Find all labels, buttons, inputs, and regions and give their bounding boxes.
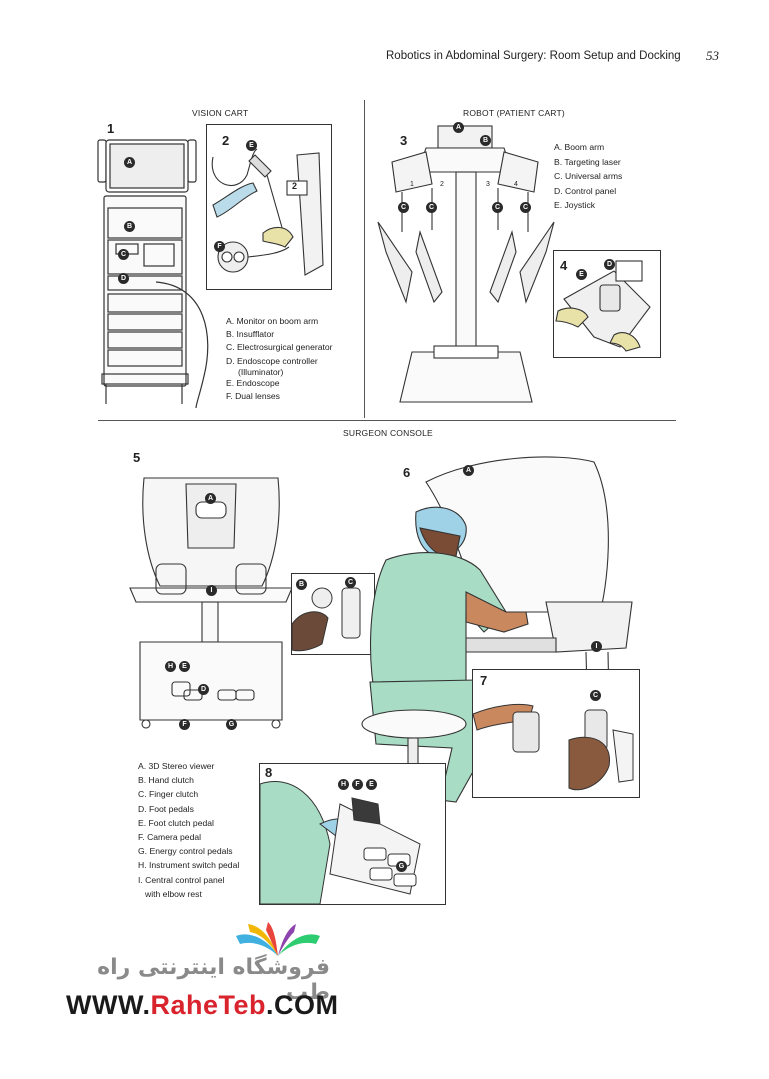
callout-fig6-A: A xyxy=(463,465,474,476)
vertical-divider xyxy=(364,100,365,418)
callout-fig4-E: E xyxy=(576,269,587,280)
legend-vision-cart: A. Monitor on boom arm B. Insufflator C.… xyxy=(226,315,333,403)
label-2-on-cart: 2 xyxy=(292,181,298,191)
legend-patient-cart: A. Boom arm B. Targeting laser C. Univer… xyxy=(554,140,622,213)
legend-item: (Illuminator) xyxy=(238,366,284,377)
callout-fig6-I: I xyxy=(591,641,602,652)
legend-item: D. Control panel xyxy=(554,185,617,196)
legend-item: F. Camera pedal xyxy=(138,832,202,843)
page-number: 53 xyxy=(706,48,719,63)
callout-fig5-F: F xyxy=(179,719,190,730)
callout-fig5-D: D xyxy=(198,684,209,695)
section-title-vision-cart: VISION CART xyxy=(192,108,249,118)
foot-pedals-illustration xyxy=(259,781,421,905)
callout-fig5-H: H xyxy=(165,661,176,672)
callout-fig5-C: C xyxy=(345,577,356,588)
legend-item: C. Electrosurgical generator xyxy=(226,342,333,353)
arm-number-1: 1 xyxy=(410,181,414,188)
watermark-url-suffix: .COM xyxy=(266,990,339,1020)
figure-number-1: 1 xyxy=(107,121,115,136)
legend-item: I. Central control panel xyxy=(138,874,225,885)
hand-clutch-illustration xyxy=(291,587,361,652)
callout-fig3-B: B xyxy=(480,135,491,146)
legend-item: D. Foot pedals xyxy=(138,803,194,814)
running-title: Robotics in Abdominal Surgery: Room Setu… xyxy=(386,50,681,62)
callout-fig8-E: E xyxy=(366,779,377,790)
figure-8-inset xyxy=(259,763,446,905)
legend-item: E. Foot clutch pedal xyxy=(138,817,214,828)
legend-item: C. Finger clutch xyxy=(138,789,199,800)
watermark-url: WWW.RaheTeb.COM xyxy=(66,990,339,1021)
legend-item: with elbow rest xyxy=(145,888,202,899)
endoscope-illustration xyxy=(211,148,324,276)
callout-fig8-H: H xyxy=(338,779,349,790)
section-title-surgeon-console: SURGEON CONSOLE xyxy=(343,428,433,438)
legend-surgeon-console: A. 3D Stereo viewer B. Hand clutch C. Fi… xyxy=(138,759,239,901)
legend-item: B. Targeting laser xyxy=(554,156,621,167)
callout-fig5-B: B xyxy=(296,579,307,590)
callout-fig3-C4: C xyxy=(520,202,531,213)
figure-number-3: 3 xyxy=(400,133,408,148)
legend-item: D. Endoscope controller xyxy=(226,355,318,366)
legend-item: B. Hand clutch xyxy=(138,775,194,786)
callout-fig3-C3: C xyxy=(492,202,503,213)
callout-fig2-F: F xyxy=(214,241,225,252)
figure-number-6: 6 xyxy=(403,465,411,480)
callout-fig5-E: E xyxy=(179,661,190,672)
callout-fig1-B: B xyxy=(124,221,135,232)
surgeon-console-front-illustration xyxy=(129,477,293,729)
callout-fig1-A: A xyxy=(124,157,135,168)
legend-item: A. 3D Stereo viewer xyxy=(138,761,215,771)
legend-item: A. Monitor on boom arm xyxy=(226,316,319,326)
surgeon-at-console-illustration xyxy=(361,456,633,803)
callout-fig4-D: D xyxy=(604,259,615,270)
legend-item: B. Insufflator xyxy=(226,329,275,340)
horizontal-divider xyxy=(98,420,676,421)
callout-fig3-C2: C xyxy=(426,202,437,213)
figure-number-8: 8 xyxy=(265,765,273,780)
legend-item: H. Instrument switch pedal xyxy=(138,860,240,871)
figure-number-2: 2 xyxy=(222,133,230,148)
callout-fig5-A: A xyxy=(205,493,216,504)
finger-clutch-illustration xyxy=(472,703,634,791)
vision-cart-illustration xyxy=(97,139,209,409)
callout-fig2-E: E xyxy=(246,140,257,151)
callout-fig1-D: D xyxy=(118,273,129,284)
figure-number-5: 5 xyxy=(133,450,141,465)
arm-number-2: 2 xyxy=(440,181,444,188)
callout-fig7-C: C xyxy=(590,690,601,701)
callout-fig3-C1: C xyxy=(398,202,409,213)
watermark-persian-text: فروشگاه اینترنتی راه طب xyxy=(97,955,330,1005)
callout-fig3-A: A xyxy=(453,122,464,133)
callout-fig5-G: G xyxy=(226,719,237,730)
callout-fig8-G: G xyxy=(396,861,407,872)
section-title-patient-cart: ROBOT (PATIENT CART) xyxy=(463,108,565,118)
figure-2-inset xyxy=(206,124,332,290)
watermark-url-prefix: WWW. xyxy=(66,990,151,1020)
figure-7-inset xyxy=(472,669,640,798)
legend-item: G. Energy control pedals xyxy=(138,846,233,857)
arm-number-3: 3 xyxy=(486,181,490,188)
callout-fig1-C: C xyxy=(118,249,129,260)
callout-fig5-I: I xyxy=(206,585,217,596)
arm-number-4: 4 xyxy=(514,181,518,188)
watermark-url-accent: RaheTeb xyxy=(150,990,266,1020)
hand-clutch-inset xyxy=(291,573,375,655)
legend-item: C. Universal arms xyxy=(554,171,623,182)
bookstore-logo-icon xyxy=(236,922,320,956)
legend-item: A. Boom arm xyxy=(554,142,605,152)
figure-number-4: 4 xyxy=(560,258,568,273)
figure-number-7: 7 xyxy=(480,673,488,688)
legend-item: F. Dual lenses xyxy=(226,391,280,402)
patient-cart-illustration xyxy=(377,125,555,403)
legend-item: E. Endoscope xyxy=(226,377,280,388)
callout-fig8-F: F xyxy=(352,779,363,790)
control-panel-illustration xyxy=(555,260,651,352)
legend-item: E. Joystick xyxy=(554,200,596,211)
